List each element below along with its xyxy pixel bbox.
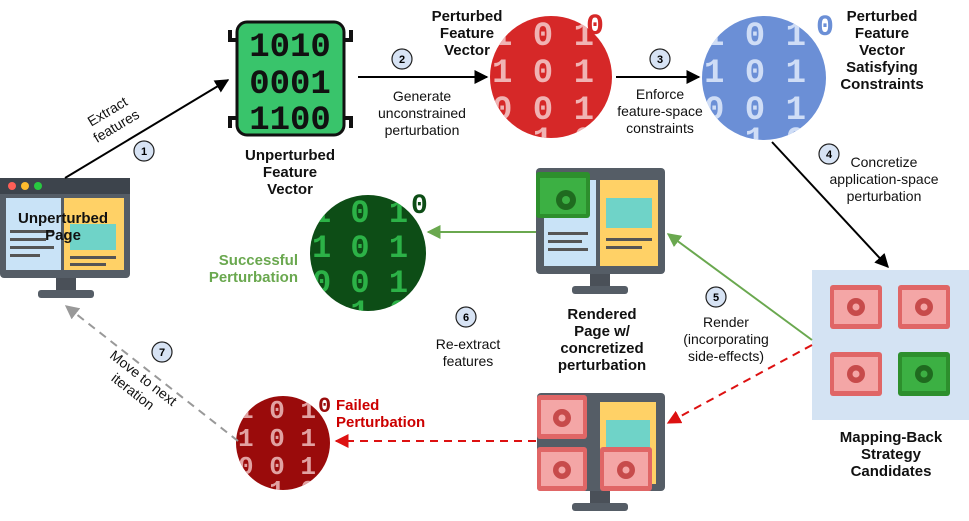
svg-text:1 1 0: 1 1 0 xyxy=(312,295,408,332)
svg-text:1: 1 xyxy=(141,146,147,158)
arrow-next-iteration xyxy=(64,305,239,442)
svg-text:0: 0 xyxy=(586,10,604,44)
svg-text:0 0 1 1: 0 0 1 1 xyxy=(312,265,446,302)
svg-text:1 0 1: 1 0 1 xyxy=(704,18,806,56)
step-2-label: Generate unconstrained perturbation xyxy=(378,88,466,138)
strategy-candidate-icon xyxy=(898,285,950,329)
strategy-candidates-panel xyxy=(812,270,969,420)
step-6-label: Re-extract features xyxy=(435,336,501,369)
svg-text:0 0 1 1: 0 0 1 1 xyxy=(238,452,347,482)
svg-text:1 1 0: 1 1 0 xyxy=(238,476,316,506)
svg-text:1 0 1 1: 1 0 1 1 xyxy=(492,55,635,93)
svg-text:6: 6 xyxy=(463,312,469,324)
svg-text:1 0 1: 1 0 1 xyxy=(238,396,316,426)
arrow-extract-features xyxy=(64,79,230,179)
successful-perturbation-label: Successful Perturbation xyxy=(208,252,298,286)
svg-text:0: 0 xyxy=(318,394,331,419)
binary-row-3: 1100 xyxy=(249,102,331,140)
step-badge-5: 5 xyxy=(705,286,727,308)
svg-text:7: 7 xyxy=(159,347,165,359)
svg-text:0 0 1 1: 0 0 1 1 xyxy=(704,92,847,130)
binary-row-1: 1010 xyxy=(249,29,331,67)
failed-render-monitor-icon xyxy=(537,393,665,511)
binary-row-2: 0001 xyxy=(249,66,331,104)
step-badge-1: 1 xyxy=(133,140,155,162)
svg-text:1 1 0: 1 1 0 xyxy=(704,123,806,161)
step-badge-3: 3 xyxy=(649,48,671,70)
svg-text:0: 0 xyxy=(411,191,428,222)
constrained-vector-label: Perturbed Feature Vector Satisfying Cons… xyxy=(840,8,924,93)
svg-text:1 0 1 1: 1 0 1 1 xyxy=(238,424,347,454)
successful-perturbation-icon: 1 0 1 1 0 1 1 0 0 1 1 1 1 0 0 xyxy=(310,191,446,332)
step-badge-4: 4 xyxy=(818,143,840,165)
svg-text:1 0 1 1: 1 0 1 1 xyxy=(312,230,446,267)
svg-text:3: 3 xyxy=(657,54,663,66)
step-3-label: Enforce feature-space constraints xyxy=(617,86,703,136)
arrow-concretize xyxy=(771,141,889,269)
rendered-page-monitor-icon xyxy=(536,168,665,294)
unperturbed-page-label: Unperturbed Page xyxy=(18,210,108,244)
step-4-label: Concretize application-space perturbatio… xyxy=(829,154,939,204)
strategy-candidate-icon xyxy=(830,352,882,396)
failed-perturbation-icon: 1 0 1 1 0 1 1 0 0 1 1 1 1 0 0 xyxy=(236,394,347,506)
rendered-page-label: Rendered Page w/ concretized perturbatio… xyxy=(557,306,647,374)
perturbed-vector-icon: 1 0 1 1 0 1 1 0 0 1 1 1 1 0 0 xyxy=(490,10,635,161)
svg-text:1 0 1: 1 0 1 xyxy=(312,195,408,232)
strategy-candidate-selected-icon xyxy=(898,352,950,396)
svg-text:0: 0 xyxy=(816,11,834,45)
perturbed-vector-label: Perturbed Feature Vector xyxy=(431,8,503,59)
unperturbed-vector-label: Unperturbed Feature Vector xyxy=(245,147,335,198)
svg-text:1 1 0: 1 1 0 xyxy=(492,123,594,161)
svg-text:5: 5 xyxy=(713,292,719,304)
constrained-vector-icon: 1 0 1 1 0 1 1 0 0 1 1 1 1 0 0 xyxy=(702,11,847,161)
unperturbed-vector-icon xyxy=(228,20,353,137)
strategy-candidate-icon xyxy=(830,285,882,329)
strategy-candidates-label: Mapping-Back Strategy Candidates xyxy=(839,429,943,480)
arrow-render-success xyxy=(666,233,813,341)
step-badge-2: 2 xyxy=(391,48,413,70)
svg-text:2: 2 xyxy=(399,54,405,66)
svg-text:1 0 1 1: 1 0 1 1 xyxy=(704,55,847,93)
step-5-label: Render (incorporating side-effects) xyxy=(683,314,769,364)
unperturbed-page-monitor-icon xyxy=(0,178,130,298)
step-badge-6: 6 xyxy=(455,306,477,328)
step-badge-7: 7 xyxy=(151,341,173,363)
svg-text:4: 4 xyxy=(826,149,833,161)
failed-perturbation-label: Failed Perturbation xyxy=(336,397,426,431)
